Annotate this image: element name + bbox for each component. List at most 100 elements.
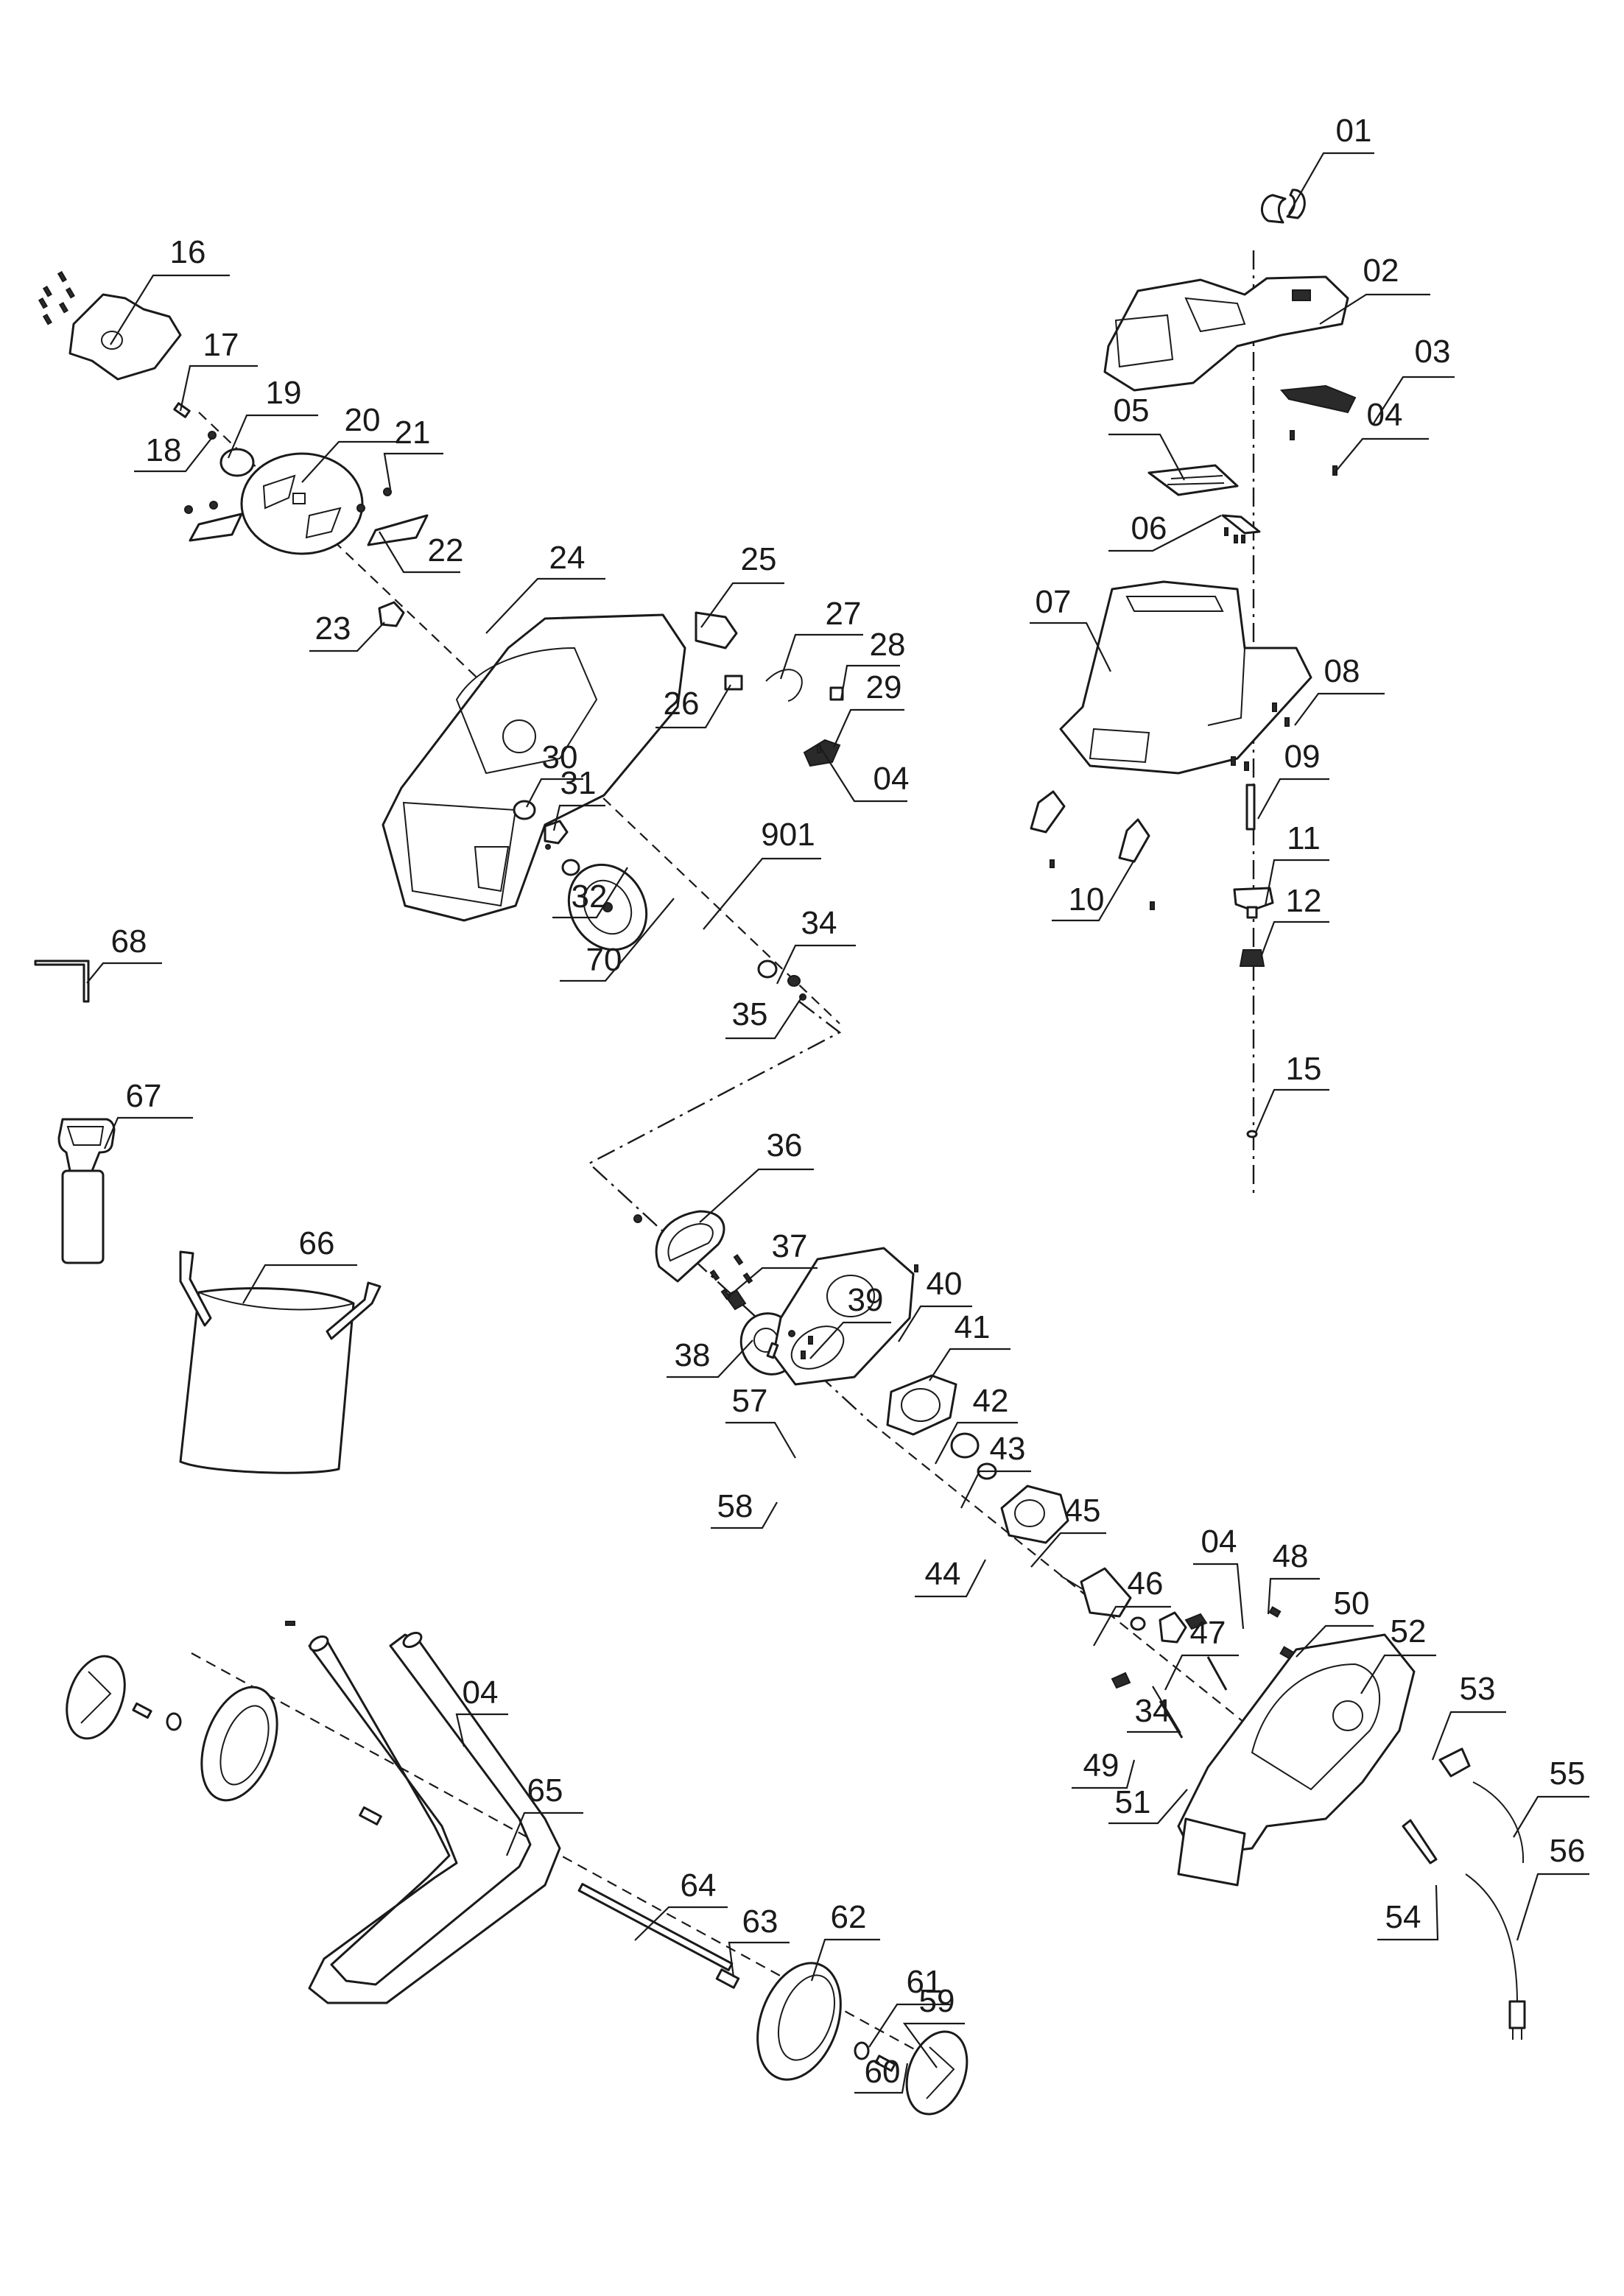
part-spring-nut-12 [1239, 949, 1265, 967]
part-bearing-34b [1130, 1616, 1146, 1631]
callout-35-circlip: 35 [725, 995, 804, 1040]
callout-label: 36 [767, 1127, 803, 1163]
callout-label: 64 [681, 1867, 717, 1904]
callout-11-knob: 11 [1264, 820, 1329, 906]
callout-label: 29 [866, 669, 902, 705]
part-wheel-left [200, 1686, 278, 1802]
callout-18-washer: 18 [134, 432, 213, 473]
part-switch-holder-29 [803, 739, 841, 767]
leader-line [1030, 1532, 1106, 1568]
callout-label: 46 [1128, 1566, 1164, 1602]
leader-line [1052, 859, 1135, 922]
leader-line [134, 437, 213, 473]
callout-label: 17 [203, 327, 239, 363]
callout-36-drive-belt: 36 [699, 1127, 814, 1223]
callout-label: 31 [560, 765, 597, 801]
callout-60-axle-pin: 60 [854, 2054, 909, 2094]
part-axle-pin-left [132, 1702, 152, 1719]
leader-line [1294, 692, 1385, 726]
leader-line [1431, 1711, 1506, 1761]
callout-label: 55 [1550, 1756, 1586, 1792]
leader-line [902, 2022, 965, 2068]
callout-label: 10 [1069, 881, 1105, 918]
part-washer-18 [208, 431, 217, 440]
part-power-cable-56 [1465, 1873, 1526, 2040]
callout-34-bearing: 34 [776, 905, 856, 985]
part-drive-belt-36 [633, 1210, 725, 1283]
leader-line [1264, 859, 1329, 906]
part-switch-cover-25 [695, 611, 738, 649]
leader-line [779, 633, 863, 680]
part-screw-41 [914, 1264, 918, 1272]
callout-label: 52 [1391, 1613, 1427, 1649]
callout-label: 21 [395, 415, 431, 451]
leader-line [110, 274, 230, 345]
callout-label: 24 [549, 540, 586, 576]
part-axle-pin-60 [874, 2054, 896, 2072]
callout-label: 02 [1363, 253, 1399, 289]
callout-label: 16 [170, 234, 206, 270]
leader-line [1164, 1654, 1239, 1691]
leader-line [86, 962, 162, 984]
callout-label: 22 [428, 532, 464, 568]
callout-53-switch-socket: 53 [1431, 1671, 1506, 1761]
leader-line [1257, 778, 1329, 820]
part-screws-04-top [1290, 430, 1337, 476]
callout-label: 47 [1190, 1615, 1226, 1651]
callout-52-motor-housing: 52 [1360, 1613, 1436, 1694]
callout-label: 42 [973, 1383, 1009, 1419]
leader-line [1108, 1789, 1188, 1825]
callout-49-carbon-brush: 49 [1072, 1747, 1136, 1789]
callout-label: 41 [955, 1309, 991, 1345]
callout-label: 12 [1286, 883, 1322, 919]
part-pulley-901 [567, 863, 648, 951]
leader-line [725, 995, 804, 1040]
callout-70-washer: 70 [560, 898, 675, 982]
wheel-axis-line [191, 1652, 958, 2074]
part-washer-61 [854, 2041, 870, 2060]
callout-67-push-tool: 67 [103, 1078, 193, 1149]
callout-05-cover-plate: 05 [1108, 392, 1185, 481]
callout-46-rotor: 46 [1093, 1566, 1171, 1647]
callout-62-wheel: 62 [810, 1899, 880, 1982]
leader-line [526, 778, 583, 808]
callout-label: 09 [1284, 739, 1321, 775]
callout-04-screw: 04 [1193, 1524, 1245, 1630]
leader-line [810, 1938, 880, 1982]
leader-line [667, 1339, 753, 1378]
callout-09-bolt: 09 [1257, 739, 1329, 820]
callout-15-washer: 15 [1254, 1051, 1329, 1133]
part-switch-26 [724, 675, 743, 691]
callout-label: 15 [1286, 1051, 1322, 1087]
leader-line [1108, 433, 1185, 481]
callout-37-worm-gear: 37 [728, 1228, 818, 1297]
callout-label: 56 [1550, 1833, 1586, 1869]
leader-line [703, 857, 821, 930]
leader-line [1513, 1795, 1589, 1838]
leader-line [552, 867, 628, 919]
leader-line [728, 1267, 818, 1297]
leader-line [935, 1421, 1018, 1465]
leader-line [655, 684, 731, 729]
callout-30-bearing: 30 [526, 739, 583, 808]
part-bearing-plate-31 [544, 820, 569, 845]
callout-label: 62 [831, 1899, 867, 1935]
leader-line [1516, 1873, 1589, 1941]
part-knob-11 [1233, 887, 1274, 919]
callout-label: 03 [1415, 334, 1451, 370]
callout-label: 45 [1065, 1493, 1101, 1529]
callout-34-bearing: 34 [1127, 1686, 1181, 1733]
part-bearing-34a [757, 959, 778, 979]
callout-label: 04 [1201, 1524, 1237, 1560]
part-wheel-62 [756, 1962, 842, 2081]
callout-43-bearing: 43 [960, 1431, 1031, 1509]
callout-label: 67 [126, 1078, 162, 1114]
callout-label: 19 [266, 375, 302, 411]
leader-line [1373, 376, 1455, 424]
leader-line [301, 440, 399, 483]
part-hopper-07 [1059, 580, 1312, 775]
leader-line [915, 1559, 986, 1598]
part-washer-15 [1246, 1130, 1258, 1138]
